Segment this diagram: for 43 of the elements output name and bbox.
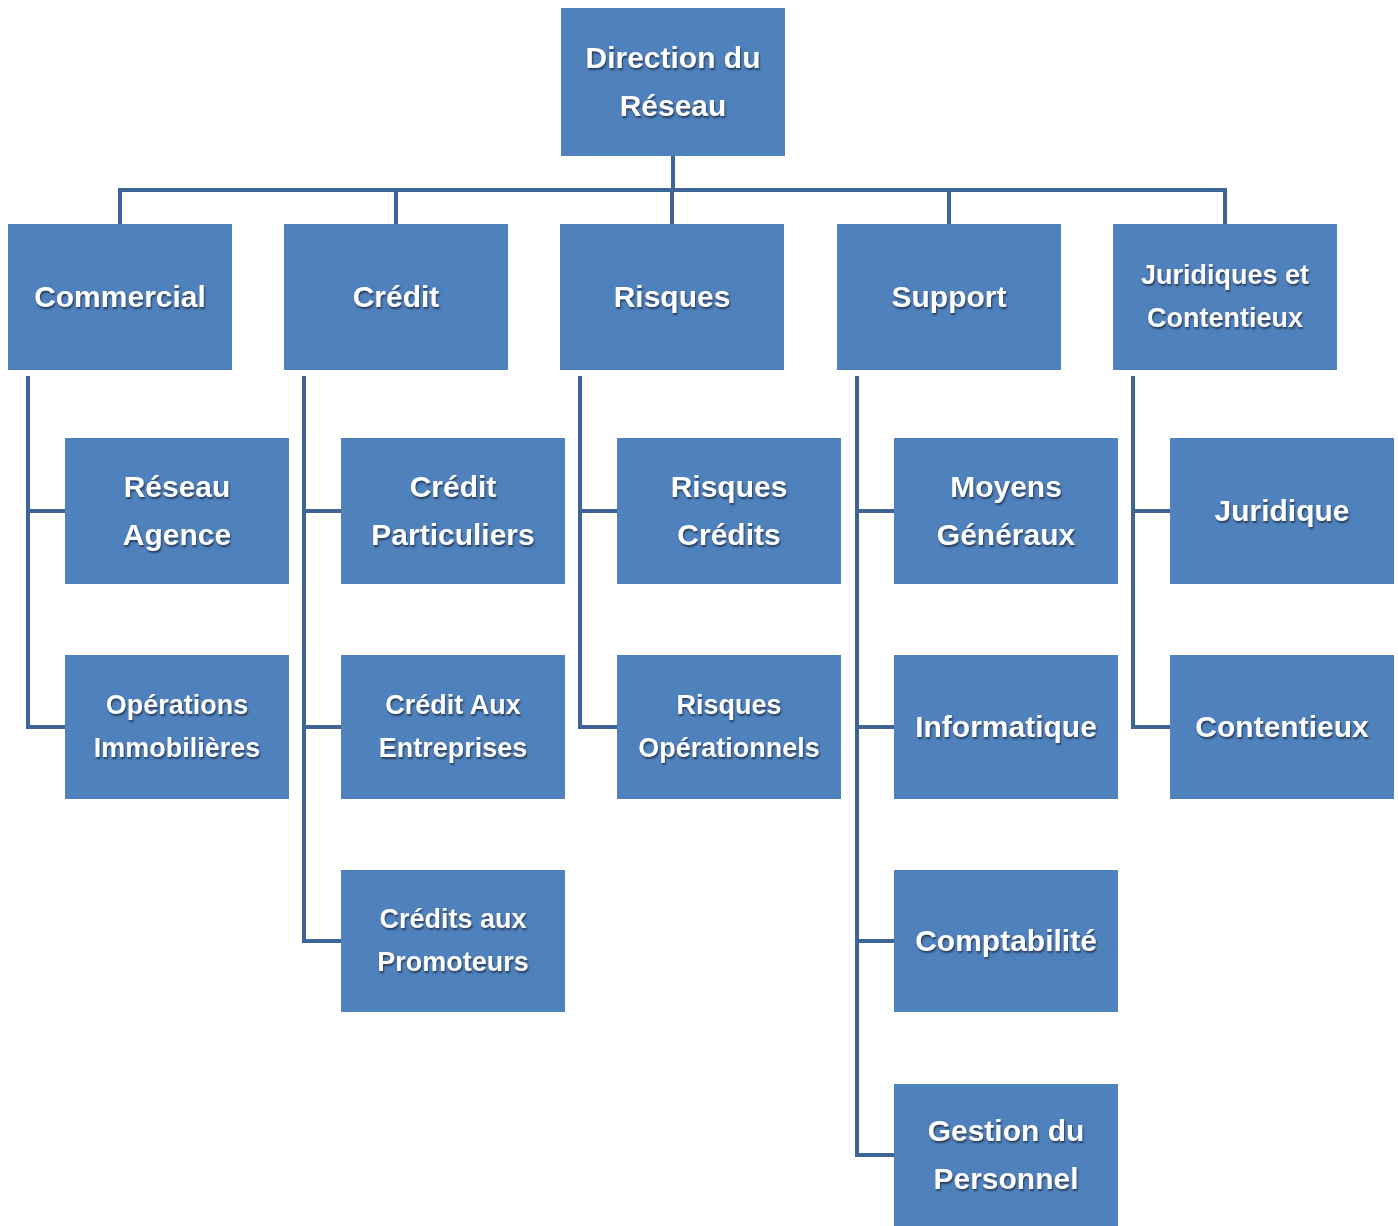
- org-box: [894, 870, 1118, 1012]
- unit-name: Crédit Aux Entreprises: [377, 688, 529, 765]
- unit-name: Juridique: [1214, 493, 1350, 529]
- unit-name: Crédits aux Promoteurs: [376, 902, 530, 979]
- unit-name: Crédit Particuliers: [370, 469, 536, 553]
- org-box: [1113, 224, 1337, 370]
- org-box: [1170, 655, 1394, 799]
- unit-name: Crédit: [352, 279, 440, 315]
- unit-name: Informatique: [915, 709, 1097, 745]
- connector-line: [578, 376, 617, 729]
- org-box: [894, 438, 1118, 584]
- org-box: [894, 655, 1118, 799]
- unit-name: Opérations Immobilières: [92, 688, 262, 765]
- unit-name: Direction du Réseau: [584, 40, 762, 124]
- unit-name: Support: [891, 279, 1007, 315]
- connector-line: [302, 376, 341, 943]
- org-box: [284, 224, 508, 370]
- org-box: [65, 655, 289, 799]
- org-box: [341, 655, 565, 799]
- unit-name: Risques Crédits: [669, 469, 789, 553]
- unit-name: Comptabilité: [915, 923, 1097, 959]
- org-box: [1170, 438, 1394, 584]
- unit-name: Gestion du Personnel: [926, 1113, 1086, 1197]
- unit-name: Réseau Agence: [121, 469, 233, 553]
- org-box: [894, 1084, 1118, 1226]
- org-box: [341, 438, 565, 584]
- connector-line: [855, 376, 894, 1157]
- org-box: [837, 224, 1061, 370]
- org-box: [617, 438, 841, 584]
- unit-name: Risques Opérationnels: [637, 688, 821, 765]
- org-box: [561, 8, 785, 156]
- unit-name: Moyens Généraux: [935, 469, 1077, 553]
- org-box: [560, 224, 784, 370]
- unit-name: Juridiques et Contentieux: [1139, 258, 1310, 335]
- org-box: [617, 655, 841, 799]
- unit-name: Risques: [613, 279, 731, 315]
- connector-line: [26, 376, 65, 729]
- unit-name: Commercial: [34, 279, 206, 315]
- org-box: [65, 438, 289, 584]
- connector-line: [1131, 376, 1170, 729]
- unit-name: Contentieux: [1195, 709, 1369, 745]
- org-box: [8, 224, 232, 370]
- org-box: [341, 870, 565, 1012]
